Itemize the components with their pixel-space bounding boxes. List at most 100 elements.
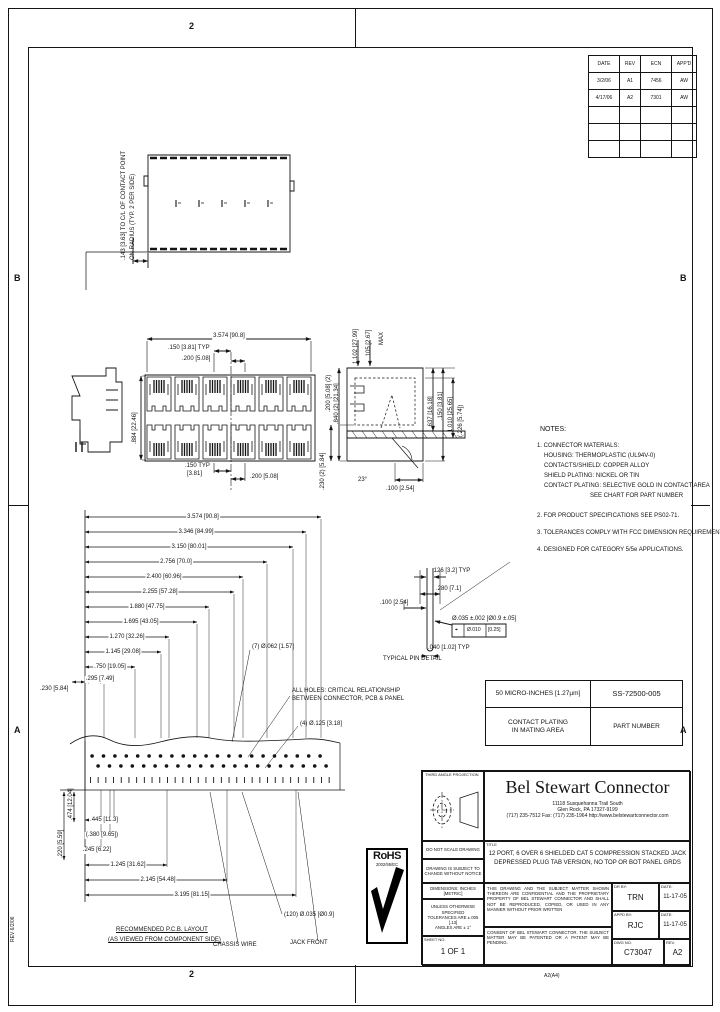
pcb-ladder-dim: 2.400 [60.96] bbox=[145, 574, 183, 581]
revision-header-row: DATE REV ECN APP'D bbox=[588, 55, 697, 73]
company-address2: Glen Rock, PA 17327-9199 bbox=[557, 807, 618, 813]
dim-side-150: .150 [3.81] bbox=[438, 391, 444, 420]
side-view-drawing bbox=[329, 340, 465, 482]
dim-side-226: (.226 [5.74]) bbox=[458, 404, 464, 437]
rev-cell-label: REV. bbox=[666, 940, 675, 945]
title-cell: TITLE 12 PORT, 6 OVER 6 SHIELDED CAT 5 C… bbox=[484, 841, 691, 883]
rev-date: 3/2/06 bbox=[588, 72, 620, 90]
tolerance-line2: TOLERANCES ARE ±.005 [.13] bbox=[427, 914, 479, 926]
detail-caption: TYPICAL PIN DETAIL bbox=[383, 656, 442, 662]
dim-side-105: .105 [2.67] bbox=[366, 329, 372, 358]
front-view-drawing bbox=[139, 337, 315, 492]
rev-header-date: DATE bbox=[588, 55, 620, 73]
front-profile-drawing bbox=[72, 368, 122, 452]
zone-label-2-top: 2 bbox=[189, 21, 195, 31]
rev-appd: AW bbox=[671, 89, 697, 107]
pcb-ladder-dim: 2.255 [57.28] bbox=[141, 589, 179, 596]
rev-cell: REV. A2 bbox=[664, 939, 691, 966]
note-1d: CONTACT PLATING: SELECTIVE GOLD IN CONTA… bbox=[544, 483, 710, 489]
pcb-ladder-dim: .295 [7.49] bbox=[84, 676, 116, 683]
pcb-lower-dim: 3.195 [81.15] bbox=[173, 892, 211, 899]
title-label: TITLE bbox=[486, 842, 497, 847]
pcb-left-vertical-dim1: .474 [12.04] bbox=[68, 788, 74, 820]
drawn-by-label: DR BY: bbox=[614, 884, 628, 889]
drawn-date-label: DATE: bbox=[661, 884, 673, 889]
rev-rev: A2 bbox=[619, 89, 641, 107]
note-1a: HOUSING: THERMOPLASTIC (UL94V-0) bbox=[544, 453, 656, 459]
dim-front-height: .884 [22.46] bbox=[132, 412, 138, 444]
approved-date-label: DATE: bbox=[661, 912, 673, 917]
pcb-ladder-dim: 2.756 [70.0] bbox=[159, 559, 193, 566]
dwg-number-cell: DWG NO. C73047 bbox=[612, 939, 664, 966]
border-tick-left bbox=[9, 505, 28, 506]
dim-front-bottom-pitch-mm: [3.81] bbox=[187, 471, 203, 477]
detail-hole-size: Ø.035 ±.002 [Ø0.9 ±.05] bbox=[452, 616, 517, 622]
drawn-date-value: 11-17-05 bbox=[663, 894, 687, 900]
dim-side-230: .230 (2) [5.84] bbox=[320, 452, 326, 490]
drawing-title-line2: DEPRESSED PLUG TAB VERSION, NO TOP OR BO… bbox=[494, 860, 681, 866]
dim-front-bottom-offset: .200 [5.08] bbox=[250, 474, 279, 480]
top-view-drawing bbox=[86, 155, 294, 290]
legal-text-2: CONSENT OF BEL STEWART CONNECTOR. THE SU… bbox=[487, 930, 609, 946]
part-number-label-cell: PART NUMBER bbox=[613, 722, 660, 730]
pcb-layout-caption2: (AS VIEWED FROM COMPONENT SIDE) bbox=[108, 937, 221, 943]
legal-cell-1: THIS DRAWING AND THE SUBJECT MATTER SHOW… bbox=[484, 883, 612, 927]
dim-side-100: .100 [2.54] bbox=[386, 486, 415, 492]
approved-date-cell: DATE: 11-17-05 bbox=[659, 911, 691, 939]
no-scale-cell: DO NOT SCALE DRAWING bbox=[422, 841, 484, 859]
legal-text-1: THIS DRAWING AND THE SUBJECT MATTER SHOW… bbox=[487, 886, 609, 912]
dwg-number-value: C73047 bbox=[623, 948, 653, 957]
dim-side-200: .200 [5.08] (2) bbox=[326, 374, 332, 412]
pcb-small-left-dim: .230 [5.84] bbox=[40, 686, 69, 692]
plating-label-line1: CONTACT PLATING bbox=[508, 719, 568, 726]
revision-row-empty bbox=[588, 123, 697, 141]
tolerance-cell: UNLESS OTHERWISE SPECIFIED TOLERANCES AR… bbox=[422, 899, 484, 936]
drawing-title-line1: 12 PORT, 6 OVER 6 SHIELDED CAT 5 COMPRES… bbox=[488, 851, 687, 857]
top-view-note-line2: ON RADIUS (TYP. 2 PER SIDE) bbox=[130, 173, 136, 260]
legal-cell-2: CONSENT OF BEL STEWART CONNECTOR. THE SU… bbox=[484, 927, 612, 966]
rev-date: 4/17/06 bbox=[588, 89, 620, 107]
plating-label-cell: CONTACT PLATING IN MATING AREA bbox=[486, 708, 591, 745]
pcb-ladder-dim: 3.574 [90.8] bbox=[186, 514, 220, 521]
pcb-ladder-dim: 3.346 [84.99] bbox=[177, 529, 215, 536]
approved-by-value: RJC bbox=[627, 920, 644, 930]
change-notice-cell: DRAWING IS SUBJECT TO CHANGE WITHOUT NOT… bbox=[422, 859, 484, 883]
dim-side-840: .840 (2) [21.34] bbox=[334, 383, 340, 424]
rev-appd: AW bbox=[671, 72, 697, 90]
dim-side-1010: 1.010 [25.65] bbox=[448, 396, 454, 432]
tolerance-line1: UNLESS OTHERWISE SPECIFIED bbox=[430, 904, 476, 915]
border-tick-top bbox=[355, 9, 356, 47]
drawn-by-cell: DR BY: TRN bbox=[612, 883, 659, 911]
pcb-lower-dim: 1.245 [31.62] bbox=[109, 862, 147, 869]
notes-title: NOTES: bbox=[540, 426, 567, 433]
rohs-checkmark-icon bbox=[371, 867, 404, 933]
zone-label-2-bottom: 2 bbox=[189, 969, 195, 979]
company-address1: 11118 Susquehanna Trail South bbox=[552, 801, 623, 807]
pcb-ladder-dim: 1.695 [43.05] bbox=[122, 619, 160, 626]
dim-front-overall: 3.574 [90.8] bbox=[212, 333, 246, 340]
note-3: 3. TOLERANCES COMPLY WITH FCC DIMENSION … bbox=[537, 530, 720, 536]
approved-by-label: APPD BY: bbox=[614, 912, 633, 917]
zone-label-a-right: A bbox=[680, 725, 687, 735]
pcb-left-vertical-dim2: .220 [5.59] bbox=[58, 829, 64, 858]
revision-row: 4/17/06 A2 7301 AW bbox=[588, 89, 697, 107]
projection-label: THIRD ANGLE PROJECTION bbox=[425, 772, 479, 777]
change-notice-line1: DRAWING IS SUBJECT TO bbox=[426, 865, 480, 871]
inner-frame bbox=[28, 47, 693, 967]
pcb-lower-dim: .445 [11.3] bbox=[89, 817, 119, 824]
revision-table: DATE REV ECN APP'D 3/2/06 A1 7456 AW 4/1… bbox=[588, 55, 697, 158]
dim-front-offset: .200 [5.08] bbox=[182, 356, 211, 362]
pcb-callout-4-holes: (4) Ø.125 [3.18] bbox=[300, 721, 343, 727]
rev-rev: A1 bbox=[619, 72, 641, 90]
dim-detail-280: .280 [7.1] bbox=[436, 586, 462, 592]
detail-fcf-metric: [0.25] bbox=[488, 627, 501, 633]
tolerance-line3: ANGLES ARE ± 1° bbox=[434, 925, 472, 931]
rev-header-rev: REV bbox=[619, 55, 641, 73]
pin-detail-drawing bbox=[404, 562, 510, 658]
drawn-by-value: TRN bbox=[627, 892, 644, 902]
pcb-layout-caption1: RECOMMENDED P.C.B. LAYOUT bbox=[116, 927, 208, 933]
note-1b: CONTACTS/SHIELD: COPPER ALLOY bbox=[544, 463, 650, 469]
sheet-format-label: A2(A4) bbox=[544, 973, 560, 979]
pcb-lower-dim: (.380 [9.65]) bbox=[84, 832, 120, 839]
